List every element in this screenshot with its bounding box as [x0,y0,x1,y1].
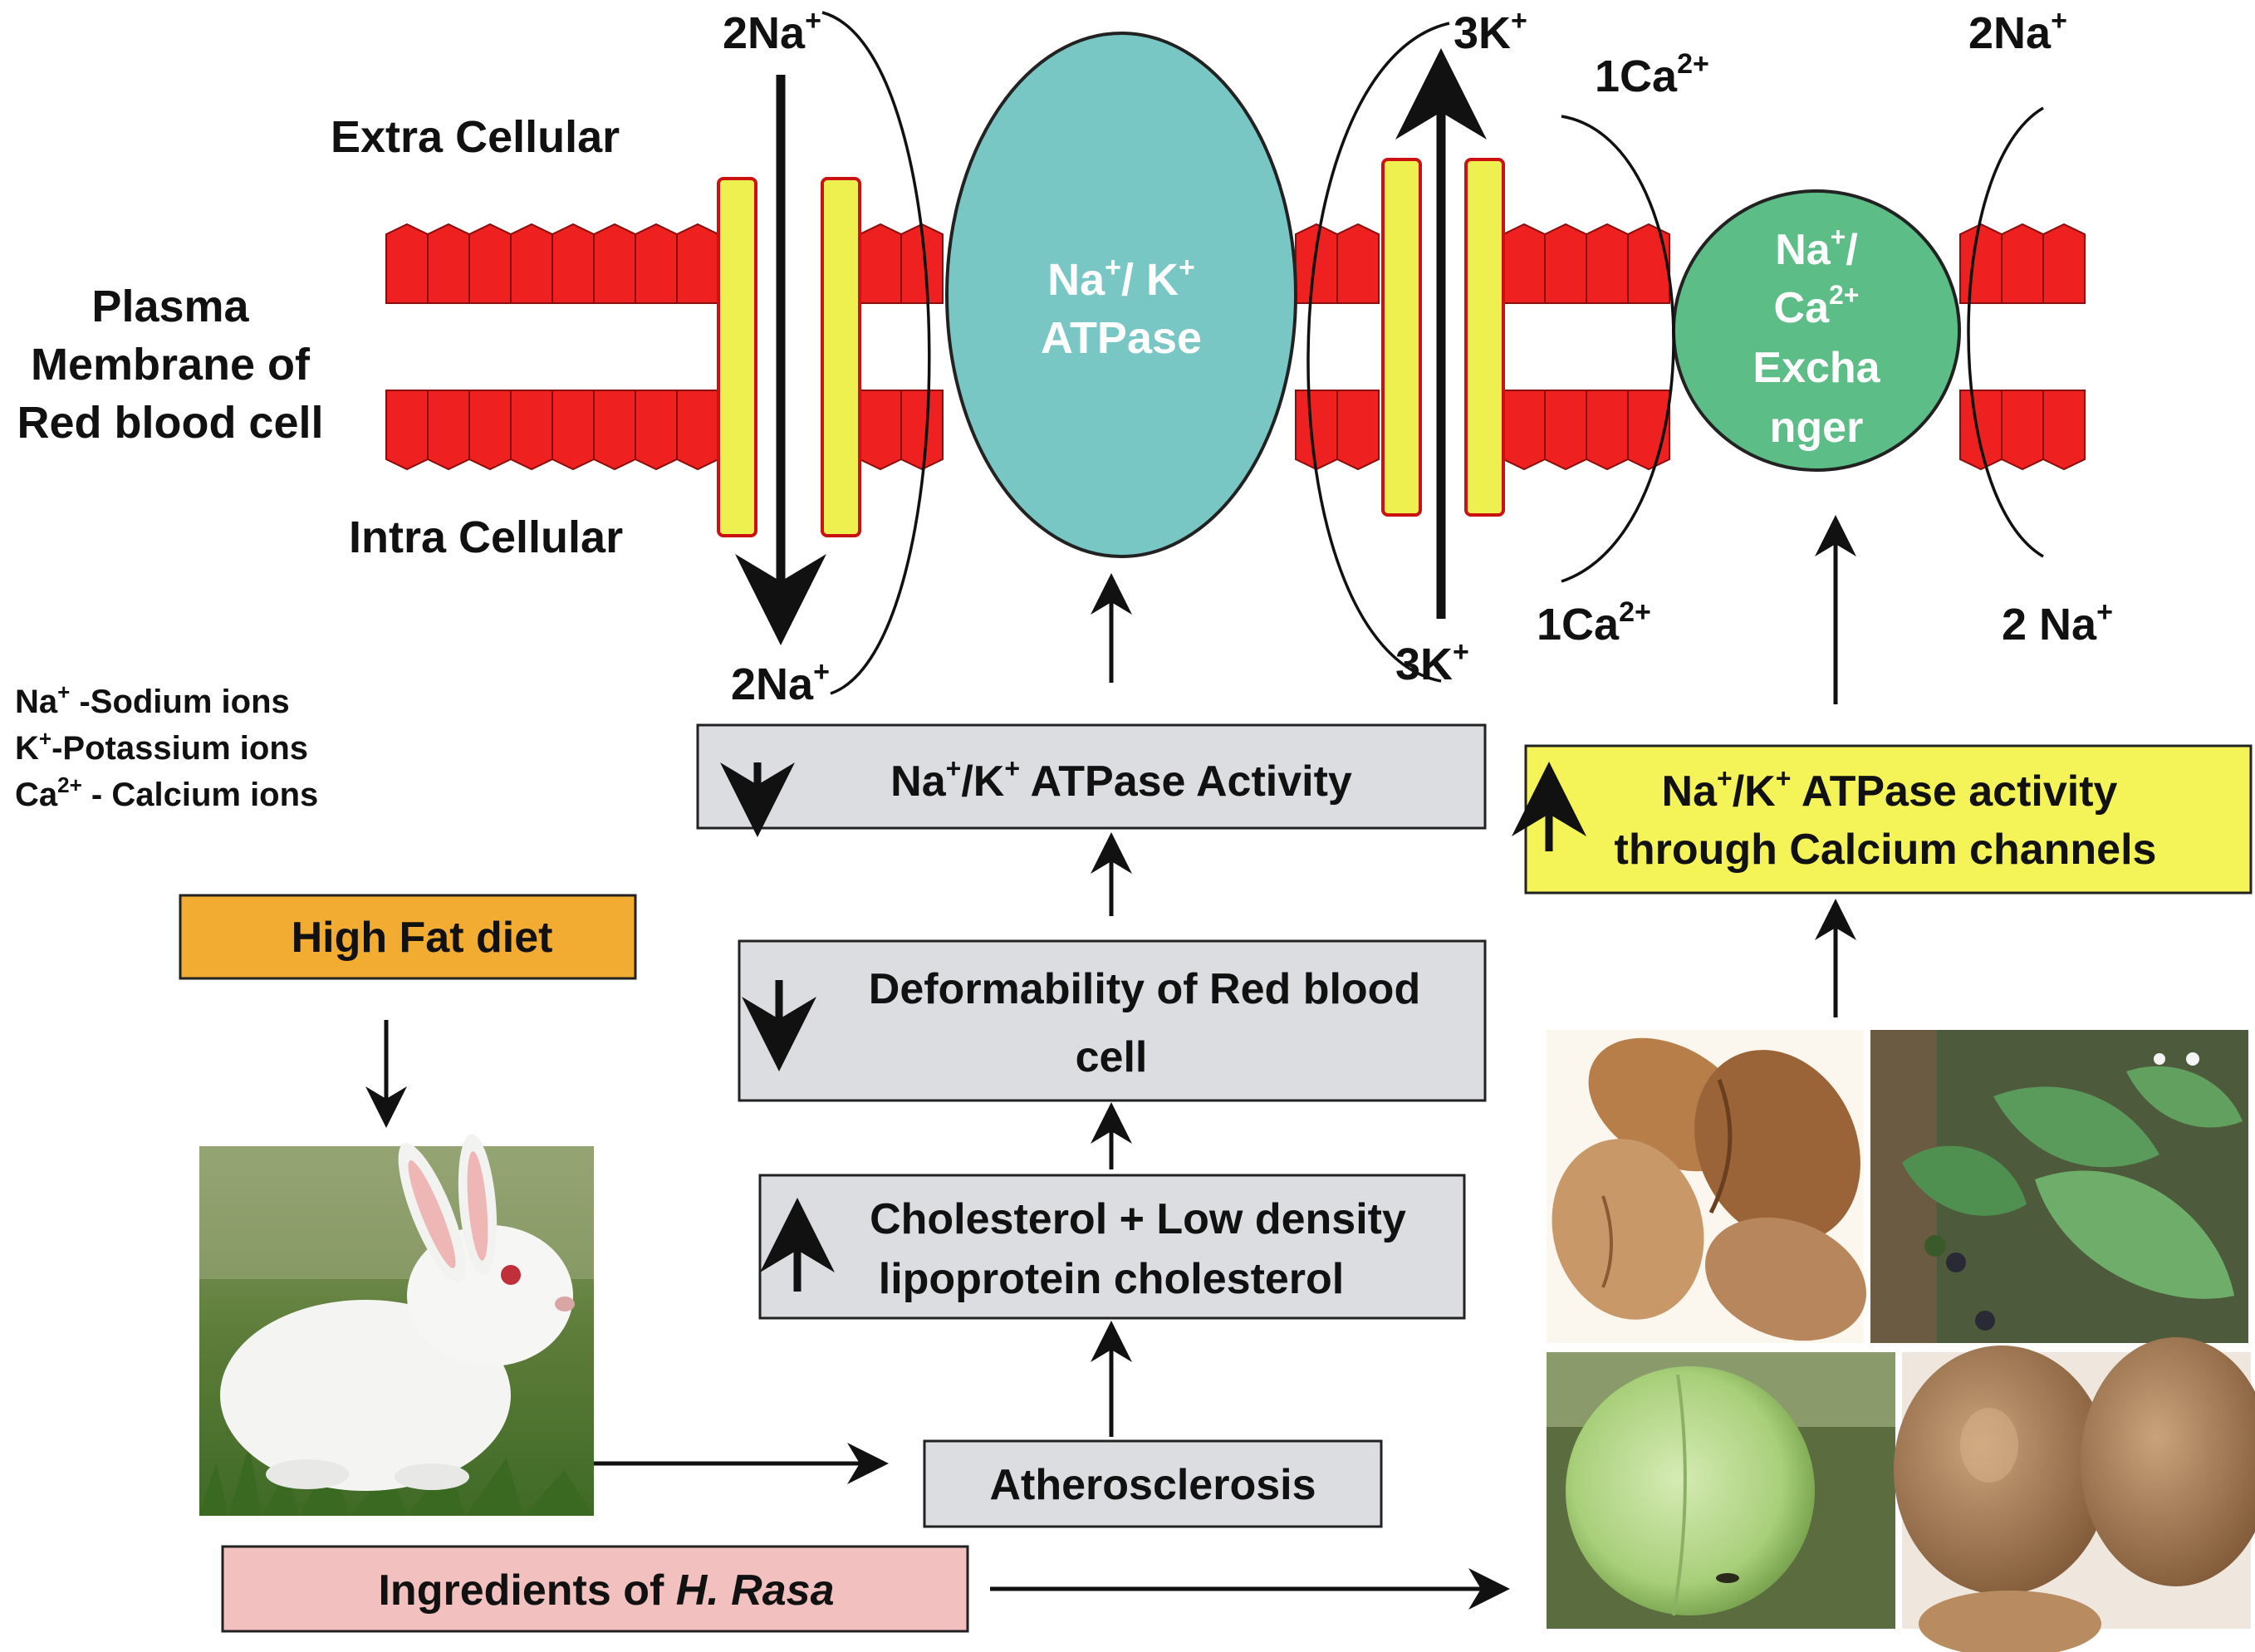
ingredients-box: Ingredients of H. Rasa [221,1545,969,1633]
lipid-segment [1336,390,1380,471]
exchanger-label-line4: nger [1770,404,1864,452]
ion-2na-bottom-left: 2Na+ [731,656,830,709]
lipid-segment [1336,223,1380,304]
arc-exchanger-left [1561,115,1675,583]
plasma-membrane-label-2: Membrane of [31,340,311,390]
lipid-segment [510,223,553,304]
atherosclerosis-text: Atherosclerosis [989,1461,1316,1509]
cholesterol-box: Cholesterol + Low density lipoprotein ch… [758,1174,1466,1320]
exchanger-label-line3: Excha [1753,344,1880,392]
channel-right-1 [1381,158,1422,517]
lipid-segment [900,223,944,304]
atpase-activity-box: Na+/K+ ATPase Activity [696,723,1487,837]
cholesterol-text-line1: Cholesterol + Low density [870,1195,1406,1243]
lipid-segment [2042,223,2086,304]
arc-right-of-pump [1306,22,1450,683]
deformability-text-line2: cell [1076,1033,1148,1081]
calcium-channels-box: Na+/K+ ATPase activity through Calcium c… [1512,744,2253,895]
ion-2na-top-left: 2Na+ [723,5,821,58]
lipid-segment [385,390,429,471]
lipid-segment [900,390,944,471]
lipid-segment [2001,390,2044,471]
lipid-segment [1627,223,1670,304]
arc-exchanger-right [1967,106,2044,558]
ion-1ca-bottom: 1Ca2+ [1537,596,1651,650]
lipid-segment [1544,390,1587,471]
lipid-segment [635,390,678,471]
atpase-activity-text: Na+/K+ ATPase Activity [890,753,1352,806]
lipid-segment [676,223,719,304]
pump-label-line2: ATPase [1041,313,1202,363]
extra-cellular-label: Extra Cellular [331,112,620,162]
lipid-segment [593,390,636,471]
rabbit-photo [199,1134,594,1516]
lipid-segment [551,223,595,304]
brown-seed-photo [1894,1337,2255,1652]
lipid-segment [1544,223,1587,304]
intra-cellular-label: Intra Cellular [349,512,623,562]
lipid-segment [510,390,553,471]
cholesterol-text-line2: lipoprotein cholesterol [879,1255,1345,1303]
lipid-segment [427,223,470,304]
high-fat-diet-box: High Fat diet [179,894,637,980]
legend-calcium: Ca2+ - Calcium ions [15,772,318,813]
lipid-segment [1295,390,1338,471]
channel-right-2 [1464,158,1505,517]
legend-sodium: Na+ -Sodium ions [15,679,290,720]
ion-labels: 2Na+ 2Na+ 3K+ 3K+ 1Ca2+ 1Ca2+ 2Na+ 2 Na+ [723,5,2113,709]
na-k-atpase-pump [945,32,1297,558]
plasma-membrane-label-3: Red blood cell [17,398,323,448]
ion-3k-bottom: 3K+ [1395,636,1469,689]
nuts-photo [1547,1030,1866,1343]
lipid-bilayer [385,223,2086,471]
ion-channels [717,158,1505,537]
lipid-segment [551,390,595,471]
ion-2na-bottom-right: 2 Na+ [2002,596,2113,650]
arc-left-of-pump [821,11,931,695]
flow-arrows [365,515,1856,1610]
lipid-segment [1503,390,1546,471]
lipid-segment [2042,390,2086,471]
ion-2na-top-right: 2Na+ [1968,5,2067,58]
lipid-segment [1959,223,2003,304]
lipid-segment [468,223,512,304]
channel-left-1 [717,177,757,537]
ion-legend: Na+ -Sodium ions K+-Potassium ions Ca2+ … [15,679,318,813]
legend-potassium: K+-Potassium ions [15,726,308,767]
leaf-plant-photo [1870,1030,2248,1343]
lipid-segment [385,223,429,304]
lipid-segment [427,390,470,471]
lipid-segment [1503,223,1546,304]
lipid-segment [1586,223,1629,304]
deformability-box: Deformability of Red blood cell [738,939,1487,1102]
lipid-segment [1959,390,2003,471]
exchanger-label-line1: Na+/ [1775,222,1858,274]
pump-label-line1: Na+/ K+ [1047,252,1195,305]
ion-3k-top: 3K+ [1453,5,1527,58]
lipid-segment [593,223,636,304]
lipid-segment [635,223,678,304]
lipid-segment [859,223,902,304]
lipid-segment [676,390,719,471]
lipid-segment [1295,223,1338,304]
plasma-membrane-label-1: Plasma [91,282,249,331]
lipid-segment [1586,390,1629,471]
exchanger-label-line2: Ca2+ [1774,280,1860,332]
transport-arrows [735,48,1487,645]
atherosclerosis-box: Atherosclerosis [923,1439,1383,1528]
lipid-segment [859,390,902,471]
calcium-channels-text-line1: Na+/K+ ATPase activity [1662,763,2118,816]
high-fat-diet-text: High Fat diet [292,914,553,962]
calcium-channels-text-line2: through Calcium channels [1615,826,2157,874]
green-fruit-photo [1547,1352,1895,1629]
lipid-segment [468,390,512,471]
channel-left-2 [821,177,861,537]
deformability-text-line1: Deformability of Red blood [869,965,1420,1013]
ingredients-text: Ingredients of H. Rasa [378,1566,834,1615]
ion-1ca-top: 1Ca2+ [1595,48,1709,101]
lipid-segment [2001,223,2044,304]
ion-flow-arcs [821,11,2044,695]
